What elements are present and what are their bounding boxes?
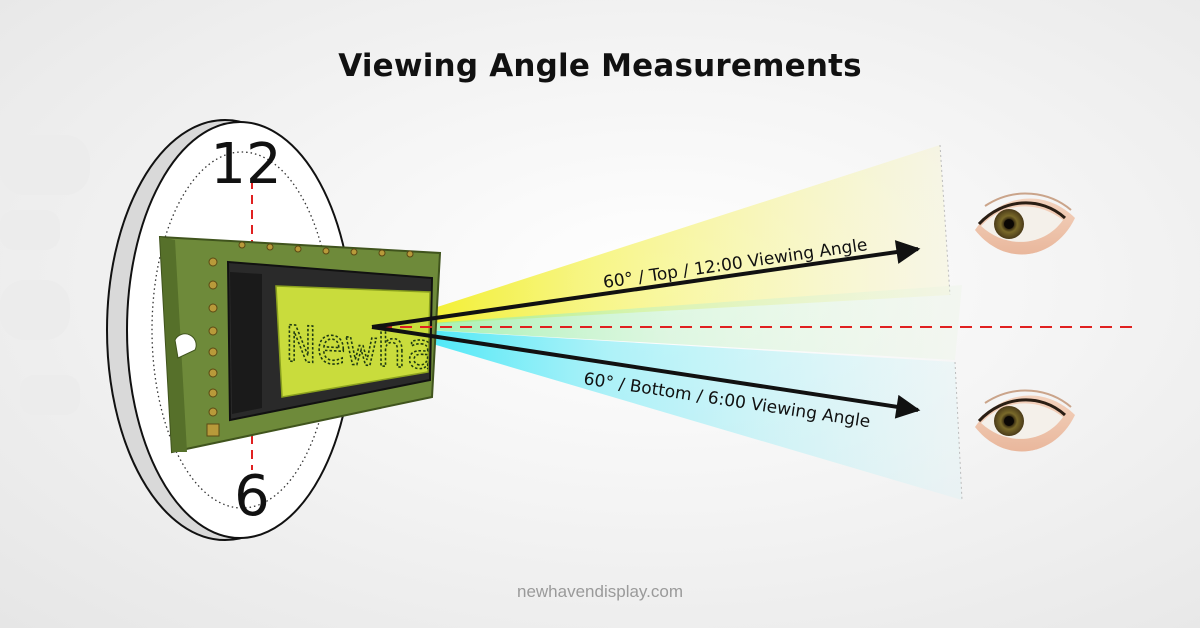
lcd-screen <box>275 285 431 398</box>
top-angle-arrow <box>371 240 921 329</box>
center-viewing-cone <box>375 285 962 360</box>
top-cone-outline <box>939 144 951 296</box>
bottom-angle-arrow <box>371 325 921 419</box>
top-eye-icon <box>975 192 1075 255</box>
top-viewing-cone <box>375 145 950 327</box>
bottom-eye-icon <box>975 389 1075 452</box>
clock-number-12: 12 <box>210 132 281 197</box>
background-watermark <box>0 135 90 415</box>
page-title: Viewing Angle Measurements <box>338 48 862 84</box>
website-link[interactable]: newhavendisplay.com <box>517 582 683 601</box>
bottom-viewing-cone <box>375 327 962 500</box>
clock-number-6: 6 <box>234 464 270 529</box>
lcd-module: Newhaven <box>158 235 442 454</box>
bottom-cone-outline <box>954 361 963 501</box>
